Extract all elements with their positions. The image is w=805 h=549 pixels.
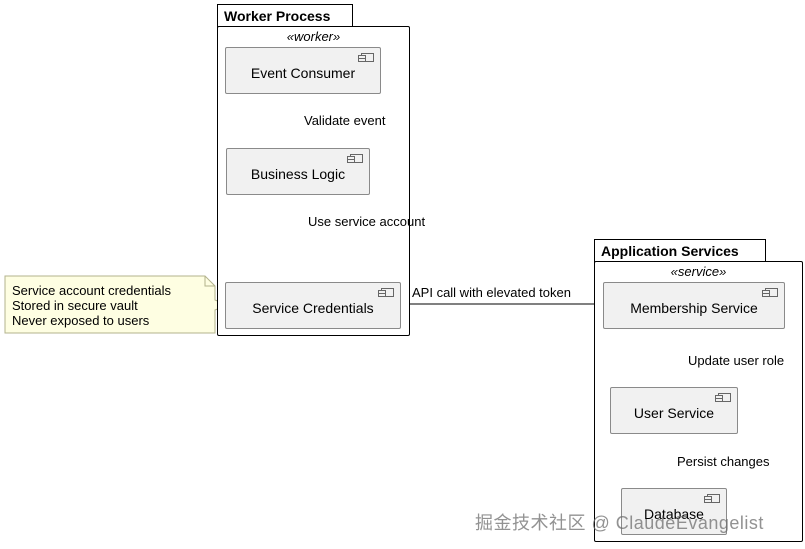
- component-service-credentials: Service Credentials: [225, 282, 401, 329]
- component-icon: [704, 494, 720, 503]
- watermark: 掘金技术社区 @ ClaudeEvangelist: [475, 513, 764, 533]
- edge-label-update-user-role: Update user role: [688, 353, 785, 368]
- component-icon: [715, 393, 731, 402]
- stereotype-worker: «worker»: [286, 29, 341, 44]
- stereotype-service: «service»: [670, 264, 727, 279]
- note-line-3: Never exposed to users: [12, 313, 150, 328]
- edge-label-validate-event: Validate event: [304, 113, 386, 128]
- component-label: Membership Service: [630, 299, 758, 316]
- component-label: Event Consumer: [250, 64, 356, 81]
- component-membership-service: Membership Service: [603, 282, 785, 329]
- component-label: Service Credentials: [252, 299, 374, 316]
- edge-label-persist-changes: Persist changes: [677, 454, 770, 469]
- component-user-service: User Service: [610, 387, 738, 434]
- edge-label-api-call: API call with elevated token: [412, 285, 571, 300]
- component-icon: [378, 288, 394, 297]
- component-icon: [347, 154, 363, 163]
- note-corner: [204, 276, 215, 287]
- package-title-services: Application Services: [594, 239, 766, 263]
- component-event-consumer: Event Consumer: [225, 47, 381, 94]
- component-label: Database: [644, 505, 704, 522]
- component-business-logic: Business Logic: [226, 148, 370, 195]
- component-icon: [762, 288, 778, 297]
- edge-label-use-service-account: Use service account: [308, 214, 426, 229]
- component-database: Database: [621, 488, 727, 535]
- package-title-worker: Worker Process: [217, 4, 353, 28]
- component-label: Business Logic: [250, 165, 346, 182]
- note-line-2: Stored in secure vault: [12, 298, 138, 313]
- component-label: User Service: [633, 404, 715, 421]
- component-icon: [358, 53, 374, 62]
- note-line-1: Service account credentials: [12, 283, 171, 298]
